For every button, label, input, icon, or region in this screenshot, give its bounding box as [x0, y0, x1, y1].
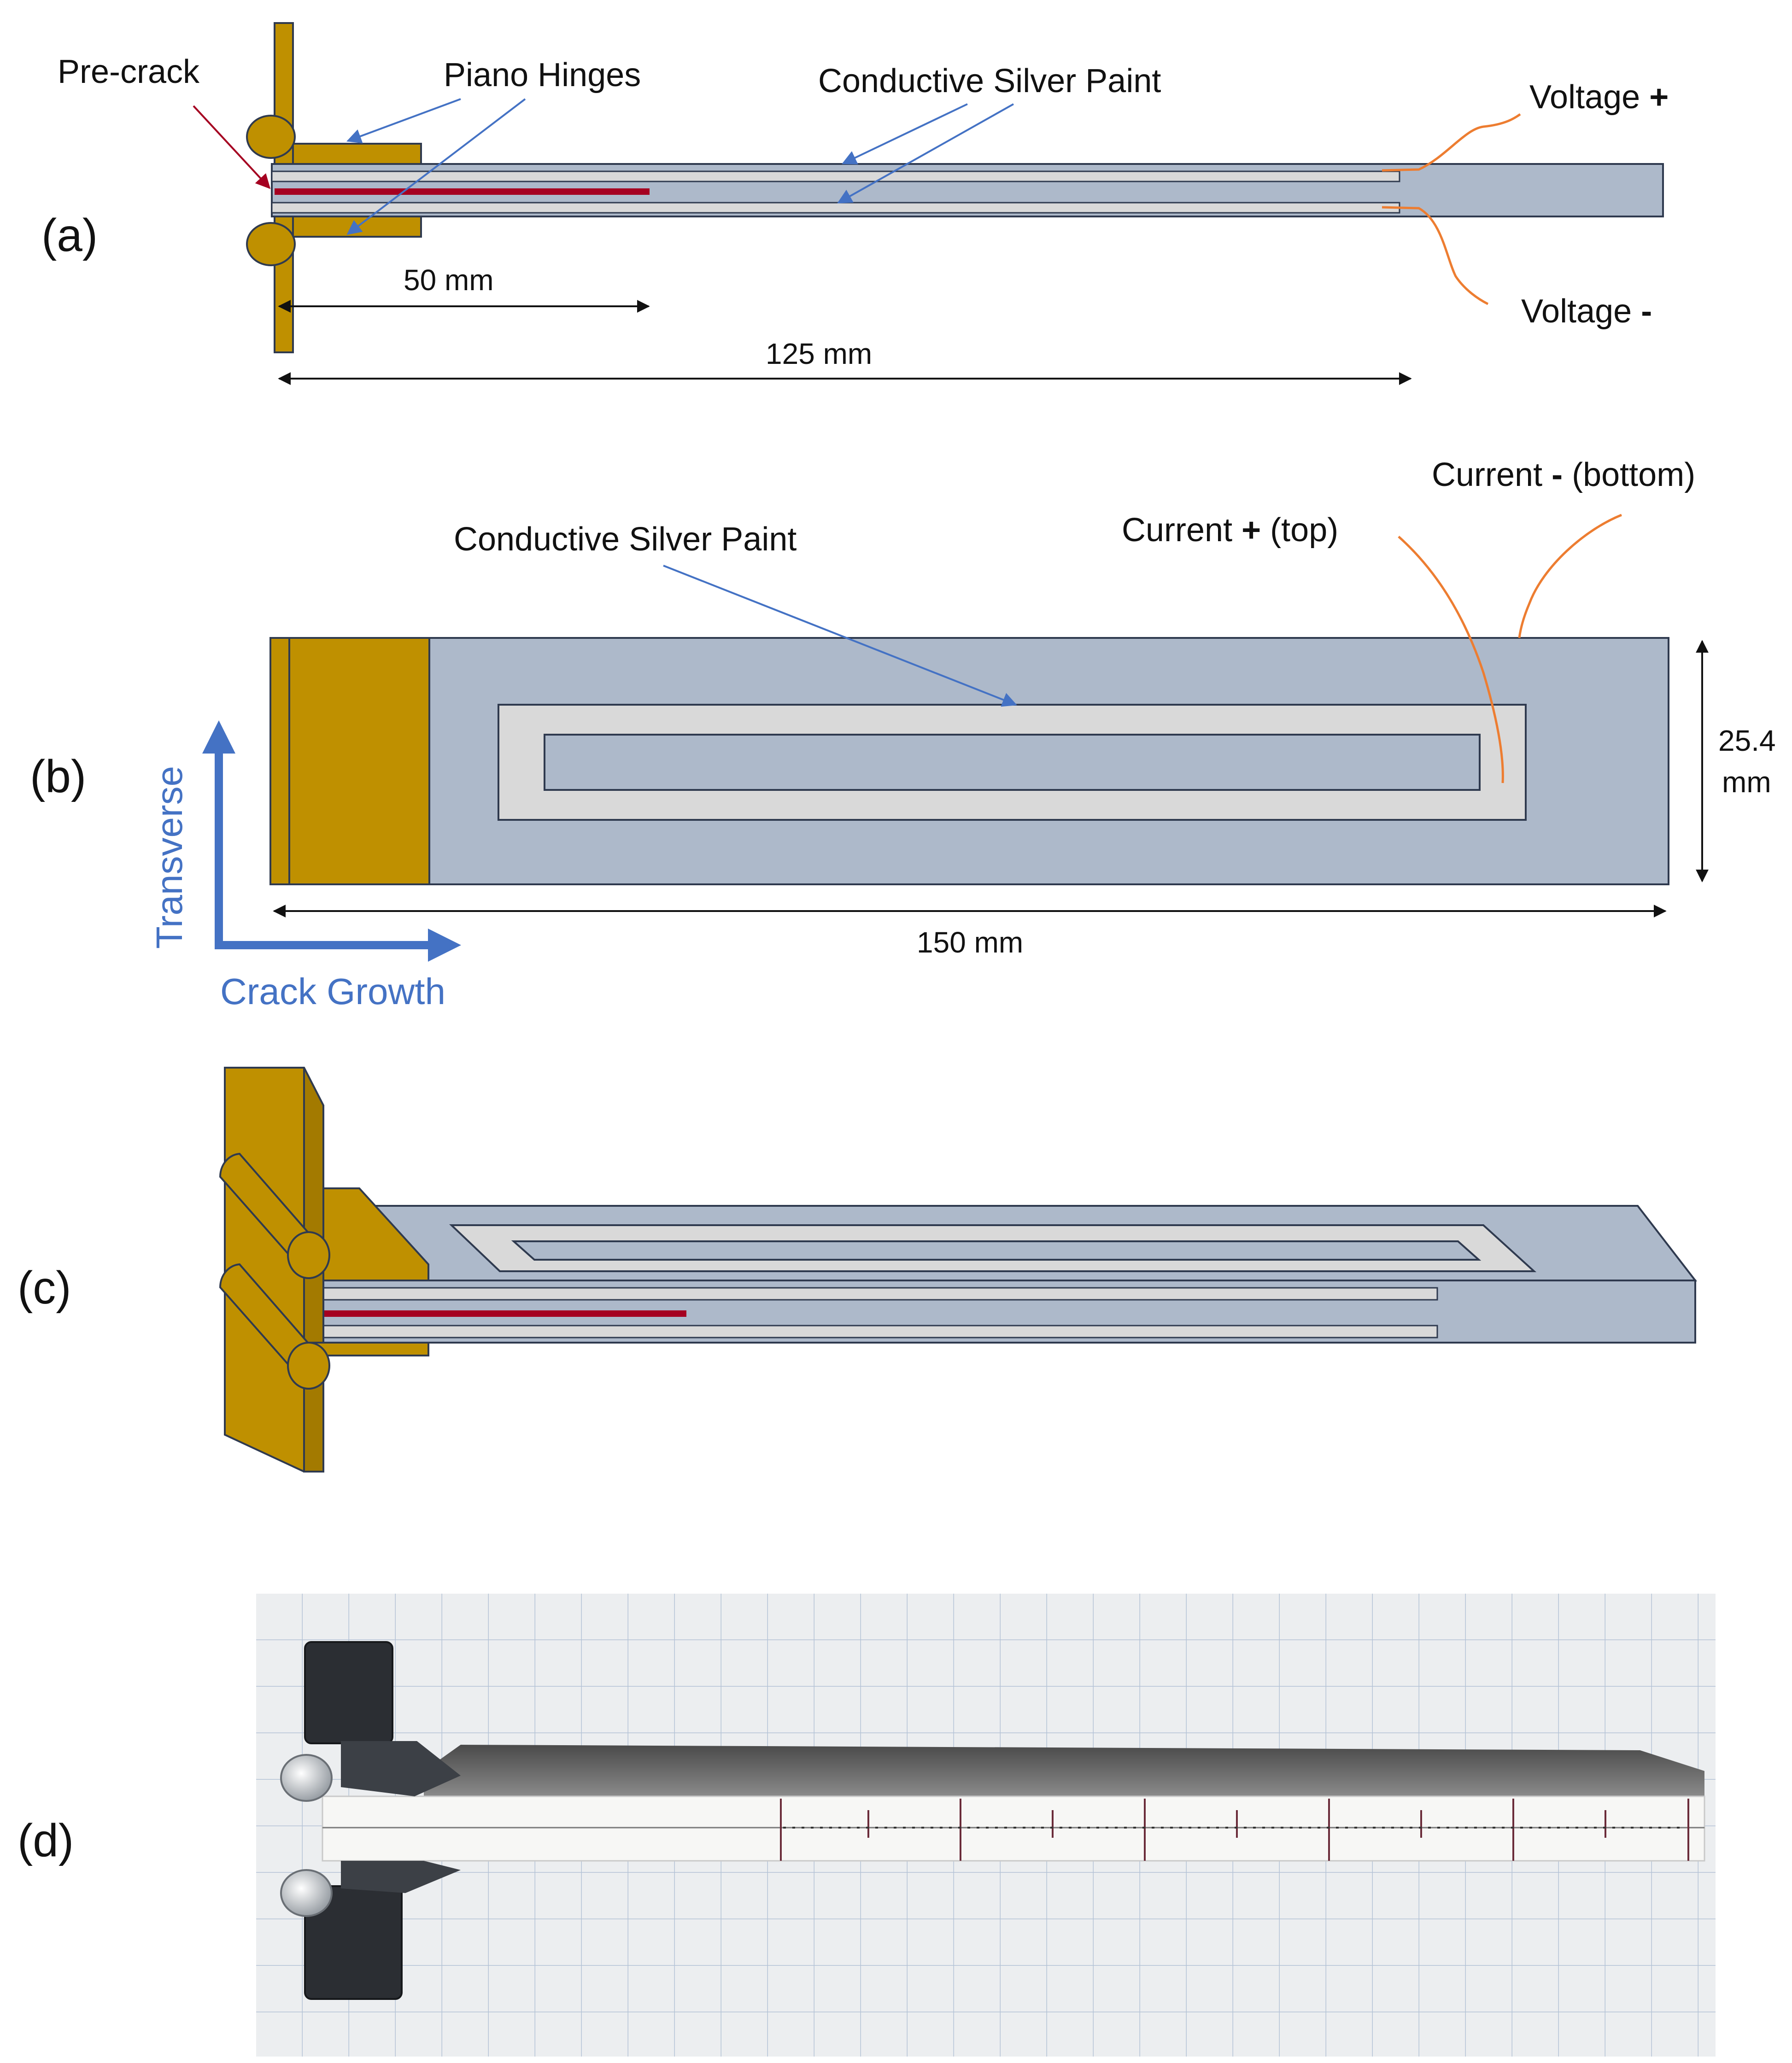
specimen-carbon-surface	[424, 1745, 1704, 1796]
piano-hinges-label: Piano Hinges	[444, 57, 641, 94]
panel-b: (b) Conductive Silver Paint Current + (t…	[30, 456, 1776, 1012]
panel-d: (d)	[18, 1594, 1716, 2057]
silver-paint-label-b: Conductive Silver Paint	[454, 521, 796, 558]
crack-measure-marks	[780, 1799, 1689, 1861]
tape-wrap-top	[341, 1741, 461, 1796]
panel-a: (a) Pre-crack Piano Hinges Conductive Si…	[41, 22, 1669, 385]
hinge-arrow-bottom	[346, 98, 526, 235]
dim-50-label: 50 mm	[404, 263, 494, 297]
panel-label-d: (d)	[18, 1815, 74, 1866]
lead-wire-icon	[1398, 536, 1504, 783]
silver-paint-top	[271, 170, 1400, 182]
silver-arrow-top	[842, 103, 968, 165]
silver-paint-side-top	[305, 1287, 1438, 1301]
voltage-minus-label: Voltage -	[1521, 293, 1652, 330]
panel-label-b: (b)	[30, 751, 86, 802]
dim-width-unit: mm	[1722, 766, 1771, 799]
lead-wire-icon	[1382, 113, 1521, 172]
transverse-label: Transverse	[149, 766, 190, 949]
current-minus-label: Current - (bottom)	[1432, 456, 1695, 493]
panel-label-c: (c)	[18, 1262, 71, 1314]
silver-arrow-bottom	[837, 103, 1014, 204]
hinge-pin-bottom	[280, 1869, 333, 1917]
silver-paint-inner-3d	[511, 1240, 1482, 1261]
lead-wire-icon	[1382, 206, 1489, 305]
silver-paint-bottom	[271, 202, 1400, 214]
current-plus-label: Current + (top)	[1122, 512, 1338, 549]
tape-block-top	[304, 1641, 393, 1744]
piano-hinge-icon	[246, 222, 296, 266]
silver-paint-side-bottom	[305, 1325, 1438, 1338]
piano-hinge-icon	[219, 1263, 330, 1390]
panel-label-a: (a)	[41, 210, 98, 261]
piano-hinge-icon	[219, 1152, 330, 1279]
precrack-arrow	[193, 105, 271, 189]
crack-growth-label: Crack Growth	[220, 971, 445, 1012]
silver-paint-label-a: Conductive Silver Paint	[818, 63, 1161, 99]
precrack-label: Pre-crack	[58, 53, 200, 90]
dim-125-label: 125 mm	[766, 337, 872, 370]
hinge-tab	[269, 637, 430, 885]
lead-wire-icon	[1518, 514, 1622, 638]
dim-length-label: 150 mm	[917, 926, 1023, 959]
silver-paint-inner	[544, 734, 1481, 791]
dim-width-value: 25.4	[1718, 724, 1776, 757]
panel-c: (c)	[18, 1067, 1698, 1473]
silver-arrow-b	[663, 565, 1017, 707]
voltage-plus-label: Voltage +	[1529, 79, 1669, 116]
hinge-leaf-top	[292, 143, 422, 165]
hinge-arrow-top	[346, 98, 461, 143]
piano-hinge-icon	[246, 115, 296, 159]
hinge-pin-top	[280, 1754, 333, 1802]
tape-wrap-bottom	[341, 1861, 461, 1893]
